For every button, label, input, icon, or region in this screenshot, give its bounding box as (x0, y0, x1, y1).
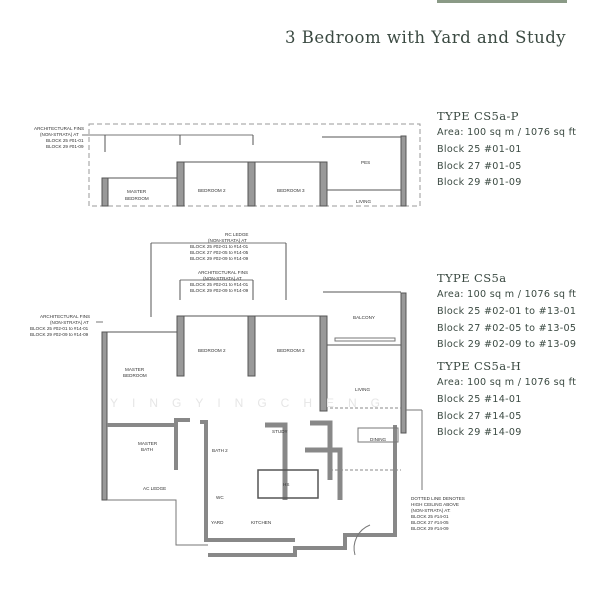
fins-note: BLOCK 29 #01-09 (46, 144, 84, 149)
plan-cs5a (96, 242, 423, 557)
room-label: MASTER (125, 367, 145, 372)
room-label: BATH 2 (212, 448, 228, 453)
room-label: LIVING (355, 387, 370, 392)
dotted-note: BLOCK 29 #14-09 (411, 526, 449, 531)
type-block: Block 27 #02-05 to #13-05 (437, 322, 577, 334)
room-label: BEDROOM 2 (198, 348, 226, 353)
room-label: BEDROOM 2 (198, 188, 226, 193)
room-label: BEDROOM 3 (277, 348, 305, 353)
type-block: Block 27 #01-05 (437, 160, 522, 172)
fins-note: ARCHITECTURAL FINS (198, 270, 248, 275)
type-block: Block 25 #02-01 to #13-01 (437, 305, 577, 317)
dotted-note: DOTTED LINE DENOTES (411, 496, 465, 501)
fins-note: BLOCK 25 #02-01 to #14-01 (190, 282, 249, 287)
type-block: Block 25 #14-01 (437, 393, 522, 405)
fins-note: (NON-STRATA) AT (50, 320, 89, 325)
type-block: Block 29 #01-09 (437, 177, 522, 189)
fins-note: ARCHITECTURAL FINS (40, 314, 90, 319)
room-label: MASTER (138, 441, 158, 446)
plan-p-labels: ARCHITECTURAL FINS (NON-STRATA) AT BLOCK… (34, 126, 371, 204)
fins-note: BLOCK 25 #01-01 (46, 138, 84, 143)
room-label: STUDY (272, 429, 288, 434)
watermark: YINGYINGCHENG (110, 396, 395, 410)
rc-ledge-note: BLOCK 25 #02-01 to #14-01 (190, 244, 249, 249)
type-block: Block 29 #02-09 to #13-09 (437, 339, 577, 351)
rc-ledge-note: (NON-STRATA) AT (208, 238, 247, 243)
type-block: Block 27 #14-05 (437, 410, 522, 422)
plan-labels: RC LEDGE (NON-STRATA) AT BLOCK 25 #02-01… (30, 232, 465, 531)
type-block: Block 29 #14-09 (437, 427, 522, 439)
type-block: Block 25 #01-01 (437, 143, 522, 155)
type-area: Area: 100 sq m / 1076 sq ft (437, 377, 577, 388)
fins-note: BLOCK 29 #02-09 to #14-09 (30, 332, 89, 337)
accent-bar (437, 0, 567, 3)
room-label: BALCONY (353, 315, 375, 320)
type-name: TYPE CS5a-H (437, 359, 522, 373)
fins-note: ARCHITECTURAL FINS (34, 126, 84, 131)
fins-note: (NON-STRATA) AT (203, 276, 242, 281)
rc-ledge-note: BLOCK 27 #02-05 to #14-05 (190, 250, 249, 255)
dotted-note: BLOCK 27 #14-05 (411, 520, 449, 525)
type-name: TYPE CS5a-P (437, 109, 519, 123)
fins-note: BLOCK 25 #02-01 to #14-01 (30, 326, 89, 331)
type-cs5a: TYPE CS5a Area: 100 sq m / 1076 sq ft Bl… (437, 270, 576, 354)
type-area: Area: 100 sq m / 1076 sq ft (437, 289, 577, 300)
plan-cs5a-p (82, 123, 421, 207)
room-label: KITCHEN (251, 520, 271, 525)
room-label: PES (361, 160, 370, 165)
fins-note: BLOCK 29 #02-09 to #14-09 (190, 288, 249, 293)
dotted-note: (NON-STRATA) AT: (411, 508, 451, 513)
room-label: WC (216, 495, 224, 500)
room-label: BEDROOM (125, 196, 149, 201)
page-title: 3 Bedroom with Yard and Study (285, 28, 567, 47)
type-area: Area: 100 sq m / 1076 sq ft (437, 127, 577, 138)
room-label: DINING (370, 437, 387, 442)
room-label: BEDROOM 3 (277, 188, 305, 193)
type-name: TYPE CS5a (437, 271, 507, 285)
room-label: BEDROOM (123, 373, 147, 378)
room-label: HS (283, 482, 289, 487)
rc-ledge-note: BLOCK 29 #02-09 to #14-09 (190, 256, 249, 261)
room-label: YARD (211, 520, 224, 525)
fins-note: (NON-STRATA) AT (40, 132, 79, 137)
type-cs5a-p: TYPE CS5a-P Area: 100 sq m / 1076 sq ft … (437, 108, 576, 192)
room-label: LIVING (356, 199, 371, 204)
room-label: BATH (141, 447, 153, 452)
dotted-note: BLOCK 25 #14-01 (411, 514, 449, 519)
type-cs5a-h: TYPE CS5a-H Area: 100 sq m / 1076 sq ft … (437, 358, 576, 442)
room-label: AC LEDGE (143, 486, 166, 491)
rc-ledge-note: RC LEDGE (225, 232, 249, 237)
room-label: MASTER (127, 189, 147, 194)
dotted-note: HIGH CEILING ABOVE (411, 502, 459, 507)
